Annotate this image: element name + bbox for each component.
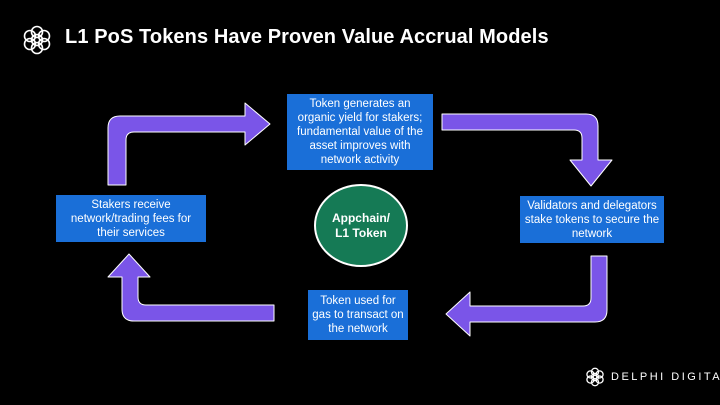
page-title: L1 PoS Tokens Have Proven Value Accrual …	[65, 26, 549, 48]
arrow-top-to-right	[441, 113, 613, 187]
box-yield: Token generates an organic yield for sta…	[287, 94, 433, 170]
box-fees: Stakers receive network/trading fees for…	[56, 195, 206, 242]
arrow-left-to-top	[107, 102, 271, 186]
center-token-label: Appchain/ L1 Token	[331, 210, 390, 240]
box-gas: Token used for gas to transact on the ne…	[308, 290, 408, 340]
delphi-logo-icon	[23, 25, 51, 55]
box-stake: Validators and delegators stake tokens t…	[520, 196, 664, 243]
arrow-bottom-to-left	[107, 253, 275, 322]
arrow-right-to-bottom	[445, 255, 608, 337]
center-token-circle: Appchain/ L1 Token	[314, 184, 408, 267]
brand-name: DELPHI DIGITAL	[611, 371, 720, 383]
footer-brand: DELPHI DIGITAL	[584, 366, 720, 388]
delphi-logo-small-icon	[586, 367, 604, 387]
